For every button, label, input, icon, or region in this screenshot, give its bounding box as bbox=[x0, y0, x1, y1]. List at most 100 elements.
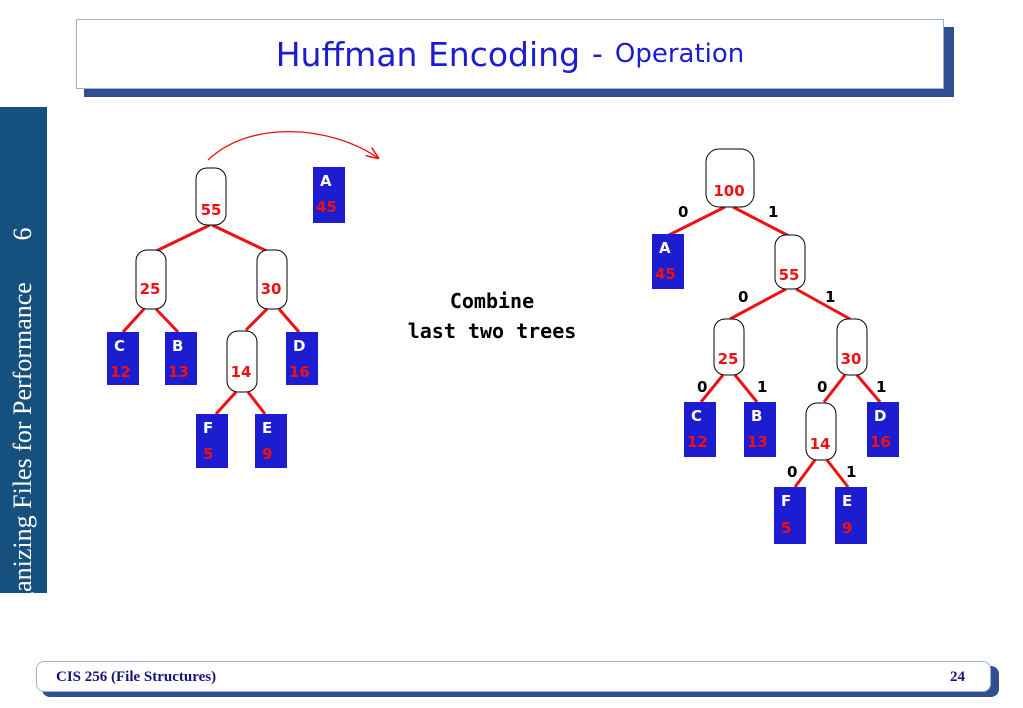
edge bbox=[666, 205, 726, 238]
node-weight: 30 bbox=[261, 280, 282, 298]
right-tree: 0 1 0 1 0 1 0 1 0 1 100 55 25 30 bbox=[652, 148, 899, 544]
internal-node: 25 bbox=[713, 318, 745, 376]
node-weight: 25 bbox=[718, 350, 739, 368]
internal-node: 30 bbox=[256, 249, 288, 310]
edge bbox=[795, 287, 851, 321]
leaf-node: B 13 bbox=[165, 332, 197, 385]
leaf-letter: A bbox=[659, 239, 671, 257]
internal-node: 55 bbox=[195, 167, 227, 226]
internal-node: 14 bbox=[805, 402, 837, 461]
slide-title: Huffman Encoding bbox=[275, 34, 581, 74]
edge bbox=[277, 308, 301, 333]
diagram-caption: Combine last two trees bbox=[392, 286, 592, 346]
caption-line: last two trees bbox=[407, 319, 577, 343]
leaf-node: E 9 bbox=[835, 487, 867, 544]
bit-label-1: 1 bbox=[825, 288, 835, 306]
node-weight: 100 bbox=[713, 182, 744, 200]
internal-node: 30 bbox=[836, 318, 868, 376]
footer-bar bbox=[36, 661, 991, 692]
leaf-node: F 5 bbox=[196, 414, 228, 468]
leaf-count: 9 bbox=[262, 445, 272, 463]
node-weight: 14 bbox=[810, 435, 831, 453]
bit-label-0: 0 bbox=[697, 378, 707, 396]
title-separator: - bbox=[592, 36, 603, 72]
leaf-letter: D bbox=[874, 407, 886, 425]
bit-label-0: 0 bbox=[817, 378, 827, 396]
leaf-count: 12 bbox=[687, 433, 708, 451]
node-weight: 55 bbox=[201, 201, 222, 219]
bit-label-1: 1 bbox=[846, 463, 856, 481]
internal-node: 55 bbox=[774, 234, 806, 290]
right-edges bbox=[666, 205, 882, 488]
leaf-letter: F bbox=[203, 419, 213, 437]
edge bbox=[793, 459, 817, 488]
edge bbox=[214, 390, 238, 416]
internal-node: 14 bbox=[226, 330, 258, 393]
leaf-letter: C bbox=[691, 407, 702, 425]
leaf-count: 13 bbox=[168, 363, 189, 381]
leaf-letter: E bbox=[842, 492, 852, 510]
edge bbox=[246, 391, 267, 415]
leaf-node: B 13 bbox=[744, 402, 776, 457]
node-weight: 30 bbox=[841, 350, 862, 368]
leaf-node: D 16 bbox=[867, 402, 899, 457]
bit-label-0: 0 bbox=[738, 288, 748, 306]
node-weight: 55 bbox=[779, 266, 800, 284]
internal-node: 25 bbox=[135, 249, 167, 310]
leaf-count: 45 bbox=[316, 198, 337, 216]
leaf-letter: F bbox=[781, 492, 791, 510]
edge bbox=[244, 307, 269, 332]
leaf-node: C 12 bbox=[684, 402, 716, 457]
leaf-count: 45 bbox=[655, 265, 676, 283]
edge bbox=[211, 223, 272, 255]
edge bbox=[825, 459, 850, 488]
bit-label-0: 0 bbox=[678, 203, 688, 221]
leaf-letter: C bbox=[114, 337, 125, 355]
leaf-letter: E bbox=[262, 419, 272, 437]
bit-label-1: 1 bbox=[876, 378, 886, 396]
slide-number: 24 bbox=[950, 669, 965, 685]
leaf-node: D 16 bbox=[286, 332, 318, 385]
edge bbox=[151, 223, 211, 255]
leaf-node-a: A 45 bbox=[313, 167, 345, 223]
title-box: Huffman Encoding - Operation bbox=[76, 19, 944, 89]
leaf-node: A 45 bbox=[652, 234, 684, 289]
left-tree: 55 25 30 14 C 12 B 13 D 16 bbox=[107, 131, 378, 468]
leaf-count: 16 bbox=[289, 363, 310, 381]
leaf-count: 5 bbox=[781, 519, 791, 537]
move-arrow bbox=[207, 131, 378, 161]
leaf-count: 13 bbox=[747, 433, 768, 451]
edge bbox=[822, 374, 847, 403]
leaf-count: 16 bbox=[870, 433, 891, 451]
leaf-node: E 9 bbox=[255, 414, 287, 468]
leaf-count: 12 bbox=[110, 363, 131, 381]
footer-course: CIS 256 (File Structures) bbox=[56, 669, 217, 685]
node-weight: 14 bbox=[231, 363, 252, 381]
bit-label-1: 1 bbox=[768, 203, 778, 221]
slide-subtitle: Operation bbox=[614, 39, 745, 69]
leaf-letter: A bbox=[320, 172, 332, 190]
edge-labels: 0 1 0 1 0 1 0 1 0 1 bbox=[678, 203, 886, 481]
node-weight: 25 bbox=[140, 280, 161, 298]
edge bbox=[699, 374, 725, 403]
bit-label-1: 1 bbox=[757, 378, 767, 396]
edge bbox=[733, 374, 759, 403]
leaf-count: 5 bbox=[203, 445, 213, 463]
leaf-count: 9 bbox=[842, 519, 852, 537]
leaf-letter: D bbox=[293, 337, 305, 355]
bit-label-0: 0 bbox=[787, 463, 797, 481]
left-edges bbox=[121, 223, 301, 416]
leaf-letter: B bbox=[172, 337, 183, 355]
edge bbox=[121, 307, 146, 334]
edge bbox=[154, 307, 180, 334]
caption-line: Combine bbox=[449, 289, 535, 313]
leaf-node: F 5 bbox=[774, 487, 806, 544]
edge bbox=[732, 205, 790, 238]
internal-node: 100 bbox=[705, 148, 755, 208]
leaf-letter: B bbox=[751, 407, 762, 425]
edge bbox=[729, 287, 787, 321]
edge bbox=[855, 374, 882, 403]
sidebar-banner: 6 Organizing Files for Performance bbox=[0, 107, 47, 632]
leaf-node: C 12 bbox=[107, 332, 139, 385]
